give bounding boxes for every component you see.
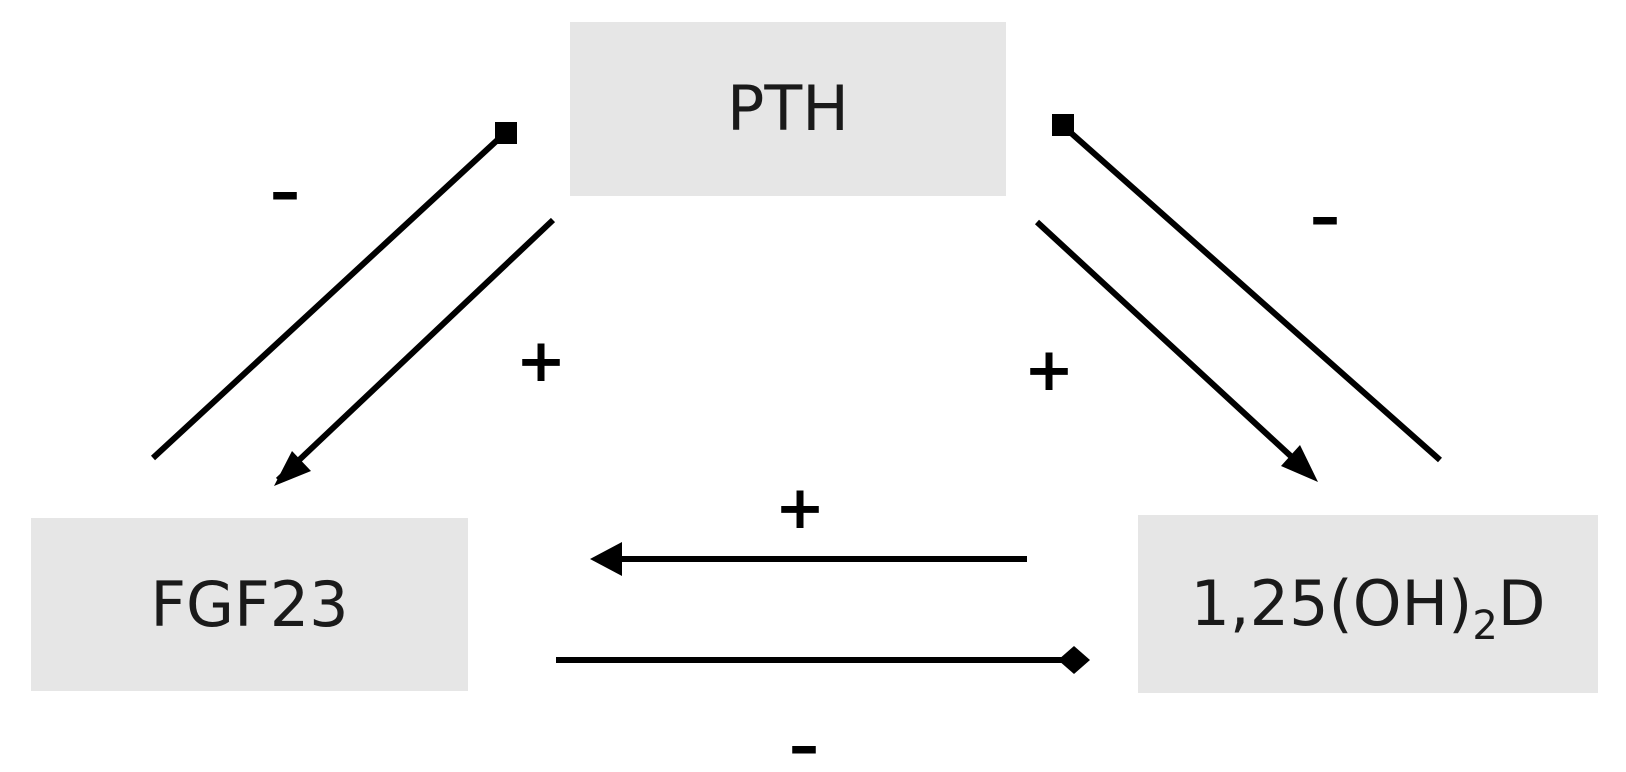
edge-pth-stimulates-vitamin-d (1034, 219, 1311, 475)
sign-fgf23-pth: – (270, 157, 300, 227)
node-fgf23-label: FGF23 (150, 567, 349, 641)
node-pth: PTH (570, 22, 1006, 196)
edge-pth-stimulates-fgf23 (275, 217, 556, 483)
node-vitamin-d-label-main: 1,25(OH) (1190, 567, 1473, 640)
edge-fgf23-inhibits-pth (150, 130, 508, 461)
edge-fgf23-inhibits-vitamin-d-diamond-head (1058, 646, 1090, 674)
sign-fgf23-vitamin-d: – (789, 711, 819, 772)
edge-vitamin-d-inhibits-pth-square-head (1052, 114, 1074, 136)
sign-pth-vitamin-d: + (1024, 335, 1074, 405)
edge-pth-stimulates-vitamin-d-arrowhead (1281, 445, 1318, 482)
edge-vitamin-d-stimulates-fgf23-arrowhead (590, 542, 622, 576)
node-pth-label: PTH (727, 72, 849, 145)
sign-vitamin-d-pth: – (1310, 182, 1340, 252)
node-vitamin-d-label-subscript: 2 (1472, 603, 1498, 649)
edge-vitamin-d-inhibits-pth (1060, 122, 1442, 463)
node-vitamin-d-label: 1,25(OH)2D (1190, 573, 1545, 647)
edge-pth-stimulates-fgf23-arrowhead (274, 451, 311, 486)
node-vitamin-d-label-end: D (1497, 567, 1546, 640)
node-fgf23: FGF23 (31, 518, 468, 691)
sign-pth-fgf23: + (516, 326, 566, 396)
sign-vitamin-d-fgf23: + (775, 473, 825, 543)
node-vitamin-d: 1,25(OH)2D (1138, 515, 1598, 693)
edge-fgf23-inhibits-pth-square-head (495, 122, 517, 144)
